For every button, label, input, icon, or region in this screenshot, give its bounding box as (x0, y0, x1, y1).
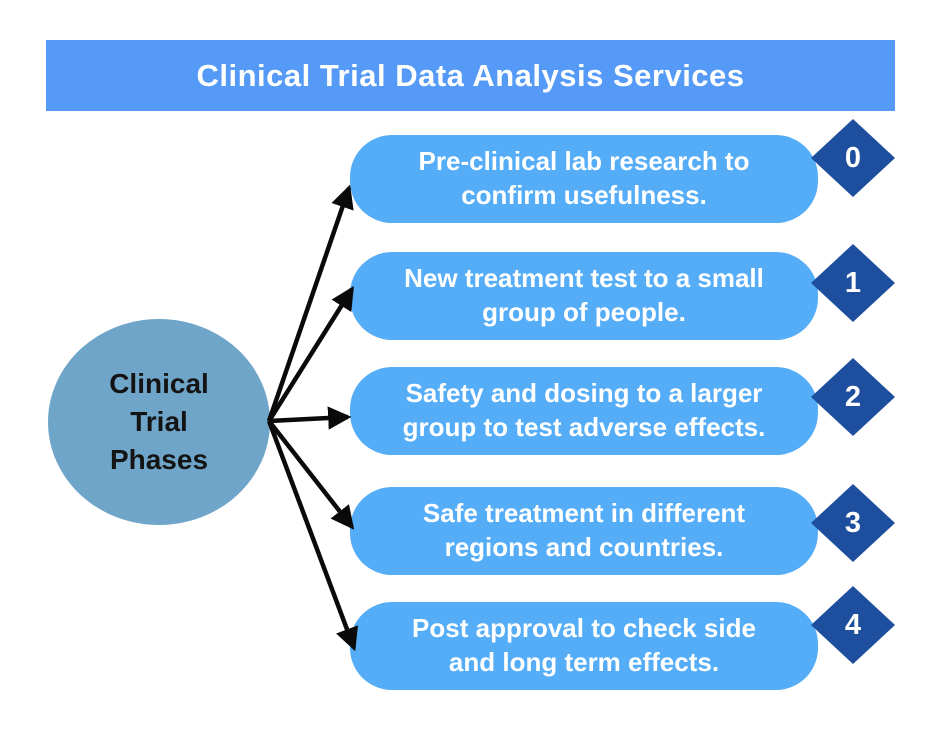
phase-box-3-text: Safe treatment in different regions and … (422, 498, 746, 562)
phase-number-0: 0 (844, 141, 862, 174)
phase-number-diamond-2: 2 (811, 358, 895, 436)
phase-number-diamond-0: 0 (811, 119, 895, 197)
phase-box-0: Pre-clinical lab research to confirm use… (350, 135, 818, 223)
phase-number-1: 1 (844, 266, 862, 299)
phase-number-diamond-4: 4 (811, 586, 895, 664)
connector-arrow-2 (268, 406, 352, 430)
center-node-clinical-trial-phases: Clinical Trial Phases (48, 319, 270, 525)
phase-box-4-text: Post approval to check side and long ter… (412, 613, 756, 677)
connector-arrow-1 (267, 286, 354, 423)
phase-box-0-text: Pre-clinical lab research to confirm use… (418, 146, 750, 210)
phase-box-2: Safety and dosing to a larger group to t… (350, 367, 818, 455)
phase-number-4: 4 (844, 608, 862, 641)
connector-arrow-0 (266, 184, 354, 422)
phase-box-2-text: Safety and dosing to a larger group to t… (402, 378, 766, 442)
phase-box-3: Safe treatment in different regions and … (350, 487, 818, 575)
page-title: Clinical Trial Data Analysis Services (196, 57, 745, 93)
connector-arrow-3 (267, 419, 355, 530)
title-banner: Clinical Trial Data Analysis Services (46, 40, 895, 111)
connector-arrow-4 (266, 420, 358, 652)
center-node-label: Clinical Trial Phases (109, 368, 209, 475)
phase-number-diamond-1: 1 (811, 244, 895, 322)
phase-number-2: 2 (844, 380, 862, 413)
phase-box-1: New treatment test to a small group of p… (350, 252, 818, 340)
phase-number-diamond-3: 3 (811, 484, 895, 562)
phase-box-1-text: New treatment test to a small group of p… (404, 263, 764, 327)
phase-box-4: Post approval to check side and long ter… (350, 602, 818, 690)
phase-number-3: 3 (844, 506, 862, 539)
